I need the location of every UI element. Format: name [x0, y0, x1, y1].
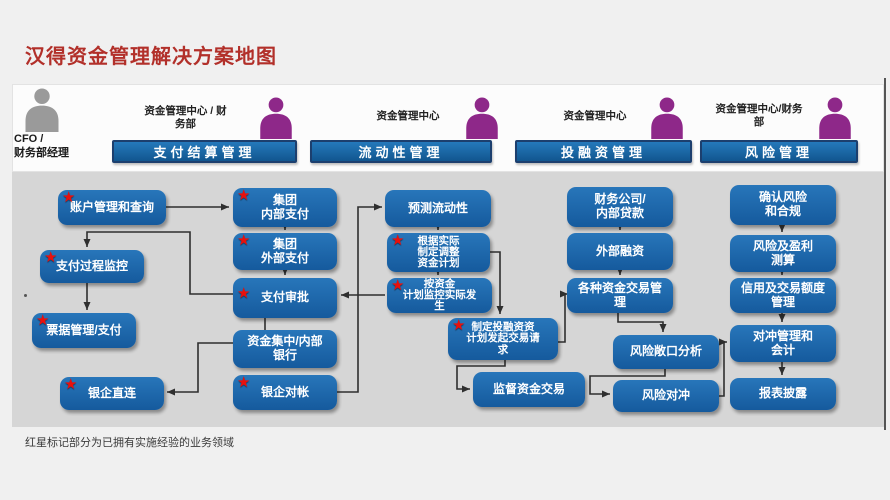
flow-box: ★ 根据实际 制定调整 资金计划 [387, 232, 490, 272]
star-icon: ★ [391, 277, 405, 294]
flow-box: ★ 账户管理和查询 [58, 189, 166, 225]
flow-box: 各种资金交易管 理 [567, 278, 673, 313]
star-icon: ★ [36, 312, 50, 329]
stray-dot [24, 294, 27, 297]
owner-label-risk: 资金管理中心/财务 部 [715, 103, 803, 129]
flow-box-label: 集团 内部支付 [260, 192, 309, 221]
star-icon: ★ [237, 187, 251, 204]
star-icon: ★ [452, 317, 466, 334]
star-icon: ★ [237, 232, 251, 249]
page-title: 汉得资金管理解决方案地图 [25, 46, 277, 68]
flow-box-label: 票据管理/支付 [46, 322, 122, 337]
flow-box-label: 支付审批 [260, 290, 309, 305]
flow-box: ★ 票据管理/支付 [32, 312, 136, 348]
star-icon: ★ [391, 232, 405, 249]
flow-box: ★ 集团 内部支付 [233, 187, 337, 227]
flow-box: 风险敞口分析 [613, 335, 719, 369]
flow-box-label: 银企直连 [87, 385, 136, 400]
lane-risk: 风险管理 [700, 140, 858, 163]
flow-box-label: 预测流动性 [407, 200, 468, 215]
flow-box-label: 账户管理和查询 [69, 199, 154, 214]
cfo-role-label: CFO / 财务部经理 [14, 133, 69, 159]
flow-box: 外部融资 [567, 233, 673, 270]
flow-box: 资金集中/内部 银行 [233, 330, 337, 368]
flow-box-label: 监督资金交易 [492, 381, 565, 396]
flow-box: 对冲管理和 会计 [730, 325, 836, 362]
flow-box-label: 风险敞口分析 [629, 344, 702, 359]
flow-box: ★ 集团 外部支付 [233, 232, 337, 270]
flow-box-label: 各种资金交易管 理 [577, 280, 662, 309]
flow-box-label: 银企对帐 [260, 384, 309, 399]
flow-box: 预测流动性 [385, 190, 491, 227]
flow-box-label: 支付过程监控 [55, 258, 128, 273]
flow-box-label: 信用及交易额度 管理 [740, 280, 825, 309]
right-border-line [884, 78, 886, 430]
flow-box: ★ 按资金 计划监控实际发 生 [387, 277, 492, 313]
star-icon: ★ [237, 374, 251, 391]
flow-box: 监督资金交易 [473, 372, 585, 407]
flow-box-label: 根据实际 制定调整 资金计划 [417, 234, 460, 270]
cfo-person-icon [25, 88, 59, 132]
flow-box: 财务公司/ 内部贷款 [567, 187, 673, 227]
owner-label-payment: 资金管理中心 / 财 务部 [144, 105, 227, 131]
person-icon [819, 97, 851, 139]
flow-box: ★ 支付审批 [233, 278, 337, 318]
flow-box: 风险对冲 [613, 380, 719, 412]
flow-box-label: 外部融资 [595, 243, 644, 258]
lane-investment-financing: 投融资管理 [515, 140, 692, 163]
person-icon [260, 97, 292, 139]
person-icon [651, 97, 683, 139]
flow-box: ★ 银企对帐 [233, 374, 337, 410]
flow-box: 风险及盈利 测算 [730, 235, 836, 272]
flow-box: 报表披露 [730, 378, 836, 410]
flow-box-label: 资金集中/内部 银行 [247, 334, 323, 362]
lane-liquidity: 流动性管理 [310, 140, 492, 163]
flow-box-label: 按资金 计划监控实际发 生 [402, 277, 477, 313]
footnote: 红星标记部分为已拥有实施经验的业务领域 [25, 437, 234, 449]
flow-box-label: 风险对冲 [641, 388, 690, 403]
flow-box: ★ 支付过程监控 [40, 249, 144, 283]
lane-payment-settlement: 支付结算管理 [112, 140, 297, 163]
connector-lines [83, 203, 786, 398]
flow-box-label: 制定投融资资 计划发起交易请 求 [466, 321, 540, 356]
owner-label-investment: 资金管理中心 [563, 110, 627, 122]
flow-box: 信用及交易额度 管理 [730, 278, 836, 313]
owner-label-liquidity: 资金管理中心 [376, 110, 440, 122]
flow-box-label: 财务公司/ 内部贷款 [594, 192, 646, 220]
star-icon: ★ [64, 376, 78, 393]
flow-box: ★ 银企直连 [60, 376, 164, 410]
flow-box: ★ 制定投融资资 计划发起交易请 求 [448, 317, 558, 360]
flow-box-label: 确认风险 和合规 [758, 190, 807, 218]
person-icon [466, 97, 498, 139]
star-icon: ★ [62, 189, 76, 206]
flow-canvas: ★ 账户管理和查询 ★ 支付过程监控 ★ 票据管理/支付 ★ 银企直连 ★ 集团… [12, 172, 884, 427]
flow-box-label: 对冲管理和 会计 [752, 328, 813, 357]
flow-box-label: 风险及盈利 测算 [752, 238, 813, 267]
flow-box-label: 集团 外部支付 [260, 236, 309, 265]
flow-box: 确认风险 和合规 [730, 185, 836, 225]
flow-box-label: 报表披露 [758, 386, 807, 401]
star-icon: ★ [237, 285, 251, 302]
star-icon: ★ [44, 249, 58, 266]
